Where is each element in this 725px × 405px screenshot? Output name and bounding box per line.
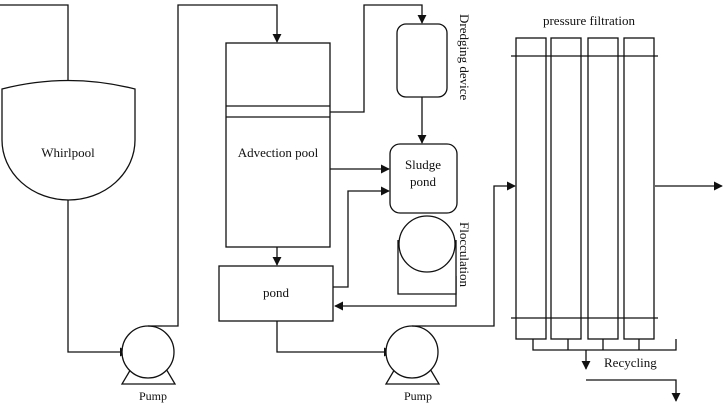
recycling-collector-line (532, 339, 677, 351)
pump-left (120, 325, 177, 385)
recycling-out-line (586, 379, 681, 402)
filter-column-2 (550, 37, 582, 340)
flocculation-tank (397, 215, 457, 295)
sludge-pond (389, 143, 458, 214)
filter-column-3 (587, 37, 619, 340)
pressure-filtration-unit (511, 37, 658, 340)
filter-column-4 (623, 37, 655, 340)
pond-to-pump-line (276, 321, 393, 357)
pond-to-sludge-line (333, 186, 390, 288)
pump-to-filtration-line (426, 181, 516, 327)
whirlpool-tank (1, 79, 136, 201)
advection-pool-label: Advection pool (238, 145, 319, 160)
whirlpool-to-pump-line (67, 200, 129, 357)
pump-left-label: Pump (139, 389, 167, 403)
recycling-label: Recycling (604, 355, 657, 370)
pressure-filtration-label: pressure filtration (543, 13, 636, 28)
flocculation-label: Flocculation (457, 222, 472, 287)
filter-column-1 (515, 37, 547, 340)
dredging-device (396, 23, 448, 98)
pond-label: pond (263, 285, 290, 300)
advection-pool (225, 42, 331, 248)
whirlpool-label: Whirlpool (41, 145, 95, 160)
dredging-device-label: Dredging device (457, 14, 472, 101)
inflow-line (0, 4, 73, 89)
advection-to-dredging-line (330, 4, 427, 113)
sludge-pond-label-line2: pond (410, 174, 437, 189)
pond (218, 265, 334, 322)
pump-to-advection-line (162, 4, 282, 327)
pump-right-label: Pump (404, 389, 432, 403)
sludge-pond-label-line1: Sludge (405, 157, 441, 172)
pump-right (384, 325, 441, 385)
